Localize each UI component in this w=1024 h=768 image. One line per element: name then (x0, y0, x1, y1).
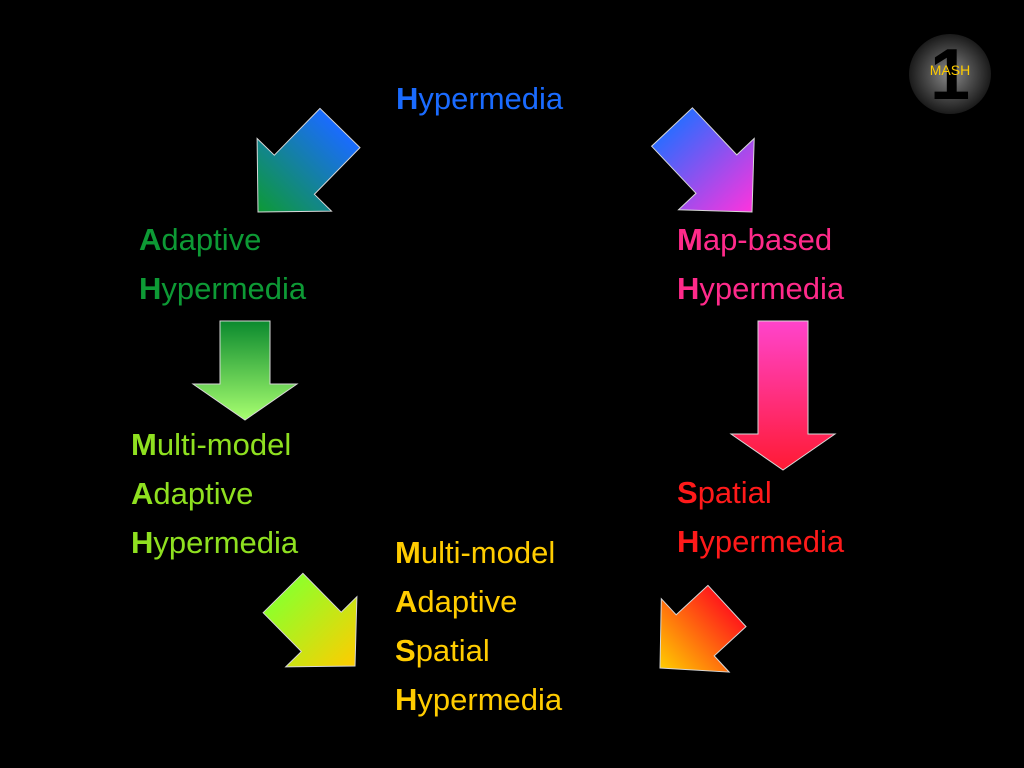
node-line: Hypermedia (677, 517, 844, 566)
node-line-initial: H (131, 525, 154, 560)
node-line-rest: ypermedia (153, 525, 299, 560)
node-line-initial: H (677, 271, 700, 306)
node-line-initial: A (395, 584, 418, 619)
node-line-rest: ypermedia (417, 682, 563, 717)
node-line-initial: H (396, 81, 419, 116)
node-line: Multi-model (131, 420, 298, 469)
node-hypermedia: Hypermedia (396, 74, 563, 123)
node-line: Hypermedia (396, 74, 563, 123)
arrow-multi-model-to-mash (262, 572, 358, 668)
node-line: Map-based (677, 215, 844, 264)
arrow-adaptive-to-multi-model (191, 320, 299, 421)
node-line: Adaptive (139, 215, 306, 264)
node-line-initial: A (131, 476, 154, 511)
node-line: Multi-model (395, 528, 562, 577)
node-line: Hypermedia (131, 518, 298, 567)
node-line-initial: M (677, 222, 703, 257)
node-line-initial: S (677, 475, 698, 510)
node-line: Adaptive (395, 577, 562, 626)
logo-digit: 1 (930, 35, 970, 115)
arrow-hypermedia-to-adaptive (256, 107, 361, 213)
node-line: Spatial (677, 468, 844, 517)
node-line-rest: ypermedia (418, 81, 564, 116)
mash-logo: 1 (909, 34, 991, 115)
node-line-rest: daptive (153, 476, 254, 511)
node-line: Hypermedia (139, 264, 306, 313)
node-line-rest: ap-based (702, 222, 833, 257)
node-line-rest: ypermedia (699, 271, 845, 306)
node-line-initial: S (395, 633, 416, 668)
node-line-rest: patial (697, 475, 772, 510)
node-line-rest: daptive (161, 222, 262, 257)
node-line: Spatial (395, 626, 562, 675)
node-line-initial: H (139, 271, 162, 306)
node-line-initial: H (677, 524, 700, 559)
node-line-initial: A (139, 222, 162, 257)
node-line-initial: H (395, 682, 418, 717)
node-line-rest: ypermedia (161, 271, 307, 306)
node-line-initial: M (395, 535, 421, 570)
node-line-rest: daptive (417, 584, 518, 619)
arrow-hypermedia-to-map-based (650, 107, 755, 213)
node-line-rest: ulti-model (156, 427, 292, 462)
node-line-initial: M (131, 427, 157, 462)
node-line: Hypermedia (677, 264, 844, 313)
logo-label: MASH (929, 62, 971, 78)
node-line-rest: patial (415, 633, 490, 668)
arrow-spatial-to-mash (659, 584, 747, 673)
node-line: Hypermedia (395, 675, 562, 724)
node-line-rest: ulti-model (420, 535, 556, 570)
node-line-rest: ypermedia (699, 524, 845, 559)
node-line: Adaptive (131, 469, 298, 518)
logo-disc (909, 34, 991, 114)
arrow-map-based-to-spatial (729, 320, 837, 471)
